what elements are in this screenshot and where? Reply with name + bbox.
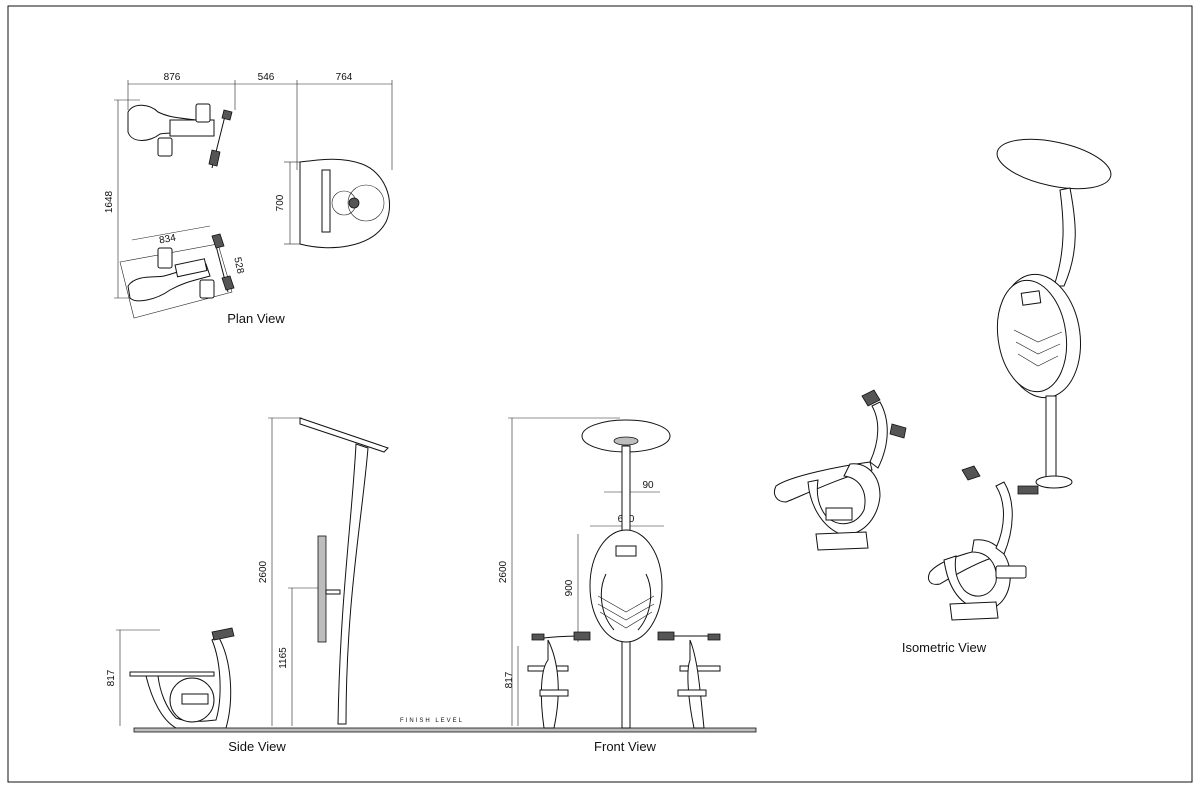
front-dim-817: 817 [504, 671, 515, 688]
side-view-label: Side View [228, 739, 286, 754]
plan-dim-700: 700 [275, 194, 286, 211]
side-dim-817: 817 [106, 669, 117, 686]
front-view: 2600 90 600 900 817 Front View [498, 417, 721, 754]
plan-dim-876: 876 [164, 72, 181, 83]
front-view-label: Front View [594, 739, 657, 754]
side-dim-1165: 1165 [278, 647, 289, 669]
side-dim-2600: 2600 [258, 560, 269, 583]
plan-canopy: 700 [275, 158, 391, 249]
isometric-view: Isometric View [773, 138, 1112, 655]
ground-label: FINISH LEVEL [400, 718, 464, 724]
front-dim-900: 900 [564, 579, 575, 596]
front-dim-90: 90 [642, 480, 654, 491]
side-view: 2600 1165 817 Side View [106, 417, 389, 754]
isometric-view-label: Isometric View [902, 640, 987, 655]
plan-dim-1648: 1648 [104, 190, 115, 213]
front-dim-2600: 2600 [498, 560, 509, 583]
plan-dim-528: 528 [231, 256, 245, 275]
plan-dim-546: 546 [258, 72, 275, 83]
plan-bike-top [127, 103, 233, 169]
plan-dim-834: 834 [158, 233, 177, 247]
plan-view-label: Plan View [227, 311, 285, 326]
plan-view: 876 546 764 1648 834 [104, 72, 393, 326]
sheet-border [7, 5, 1193, 783]
ground-line: FINISH LEVEL [133, 718, 757, 733]
plan-dim-764: 764 [336, 72, 353, 83]
plan-bike-bottom: 834 528 [119, 225, 246, 319]
